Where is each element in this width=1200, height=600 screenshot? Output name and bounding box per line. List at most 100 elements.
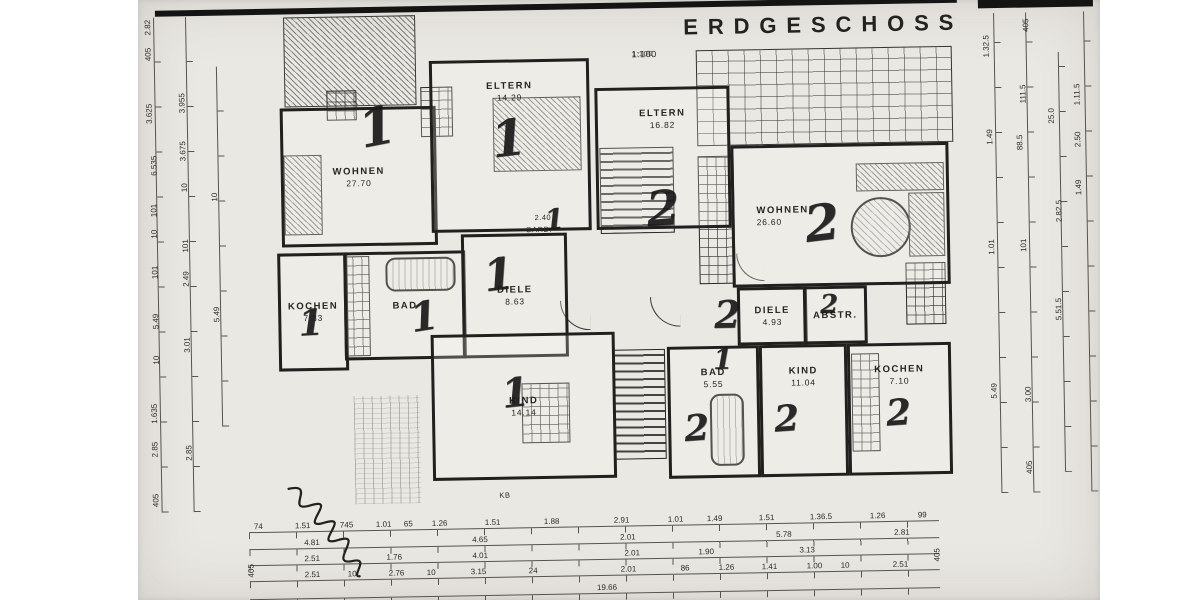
dimension-value: 1.11.5 <box>1072 83 1082 106</box>
room-area: 5.55 <box>703 378 724 390</box>
dimension-value: 1.36.5 <box>809 511 833 522</box>
dimension-value: 88.5 <box>1015 134 1025 151</box>
dimension-value: 2.85 <box>184 445 194 461</box>
plan-annotation: KB <box>499 490 511 500</box>
dimension-value: 86 <box>680 563 690 573</box>
dimension-value: 1.26 <box>431 518 448 528</box>
dimension-value: 3.01 <box>182 337 192 353</box>
room-area: 16.82 <box>649 119 676 131</box>
plan-furniture <box>695 45 954 147</box>
room-name: ELTERN <box>639 107 686 120</box>
dimension-value: 3.15 <box>470 567 487 577</box>
room-area: 7.10 <box>889 375 910 386</box>
dimension-value: 6.535 <box>149 155 159 176</box>
room-name: KIND <box>788 365 818 377</box>
dimension-value: 5.49 <box>989 383 999 399</box>
dimension-value: 10 <box>210 192 220 202</box>
room: WOHNEN 26.60 <box>730 141 951 288</box>
room-area: 11.04 <box>791 377 816 388</box>
dimension-value: 2.49 <box>181 271 191 287</box>
dimension-value: 1.635 <box>149 403 160 424</box>
room: KIND 11.04 <box>758 343 850 478</box>
handwritten-apartment-number: 2 <box>819 289 839 321</box>
dimension-value: 405 <box>246 564 256 578</box>
handwritten-apartment-number: 1 <box>499 368 532 418</box>
dimension-value: 1.01 <box>667 514 684 524</box>
dimension-value: 1.88 <box>543 516 560 527</box>
dimension-value: 101 <box>150 265 160 280</box>
dimension-value: 1.76 <box>386 552 403 562</box>
dimension-value: 2.50 <box>1073 131 1083 148</box>
room-name: WOHNEN <box>756 204 809 217</box>
dimension-line <box>215 66 230 427</box>
dimension-value: 101 <box>1018 238 1029 253</box>
dimension-value: 10 <box>151 355 162 365</box>
room-name: ELTERN <box>486 80 533 92</box>
dimension-value: 2.51 <box>892 559 909 569</box>
handwritten-signature <box>260 467 380 600</box>
dimension-value: 101 <box>180 239 191 253</box>
handwritten-apartment-number: 2 <box>644 179 683 239</box>
room-name: WOHNEN <box>332 165 385 178</box>
illegible-notes <box>353 395 422 505</box>
dimension-value: 1.26 <box>718 562 735 572</box>
handwritten-apartment-number: 2 <box>713 291 742 338</box>
dimension-value: 1.00 <box>806 561 823 571</box>
plan-annotation: 1:100 <box>631 49 654 59</box>
dimension-value: 2.85 <box>150 441 160 458</box>
handwritten-apartment-number: 1 <box>406 291 442 342</box>
plan-furniture <box>649 296 681 328</box>
dimension-value: 1.26 <box>869 511 886 521</box>
dimension-value: 10 <box>179 183 190 193</box>
dimension-value: 2.82 <box>143 19 153 36</box>
handwritten-apartment-number: 1 <box>712 342 733 377</box>
dimension-value: 2.01 <box>620 532 636 542</box>
dimension-value: 1.41 <box>761 561 778 572</box>
dimension-value: 5.51.5 <box>1054 297 1064 321</box>
dimension-value: 1.49 <box>706 513 723 524</box>
plan-title: ERDGESCHOSS <box>683 9 964 40</box>
dimension-value: 3.625 <box>144 103 154 124</box>
dimension-value: 1.49 <box>985 129 995 145</box>
room-area: 14.29 <box>496 92 523 103</box>
dimension-value: 405 <box>143 47 153 62</box>
room-name: KOCHEN <box>874 363 925 376</box>
dimension-value: 2.76 <box>388 568 405 578</box>
dimension-value: 3.955 <box>177 93 187 114</box>
dimension-value: 5.49 <box>151 313 161 330</box>
dimension-value: 2.01 <box>620 564 637 574</box>
dimension-value: 1.32.5 <box>981 35 991 58</box>
dimension-value: 65 <box>403 519 413 529</box>
room-area: 26.60 <box>756 216 783 228</box>
dimension-value: 4.65 <box>472 534 488 545</box>
dimension-value: 4.01 <box>472 550 489 561</box>
room: DIELE 4.93 <box>736 286 808 346</box>
dimension-value: 3.675 <box>178 141 188 162</box>
handwritten-apartment-number: 2 <box>682 406 711 451</box>
room-area: 4.93 <box>762 316 783 328</box>
dimension-value: 10 <box>426 567 436 578</box>
dimension-value: 5.49 <box>212 306 222 323</box>
dimension-value: 1.90 <box>698 547 715 557</box>
dimension-value: 2.91 <box>613 515 630 525</box>
dimension-line <box>1083 11 1099 492</box>
dimension-value: 24 <box>528 566 538 576</box>
dimension-line <box>1057 51 1073 472</box>
dimension-value: 1.49 <box>1073 179 1084 196</box>
dimension-value: 3.00 <box>1023 386 1033 403</box>
dimension-line <box>185 17 201 513</box>
handwritten-apartment-number: 1 <box>543 202 566 237</box>
room-name: DIELE <box>754 304 791 317</box>
dimension-value: 2.81 <box>894 527 910 537</box>
dimension-value: 101 <box>149 203 159 218</box>
dimension-value: 1.51 <box>484 517 501 528</box>
plan-furniture <box>612 348 667 460</box>
dimension-value: 405 <box>151 493 161 508</box>
dimension-value: 405 <box>1021 18 1031 32</box>
dimension-value: 10 <box>840 560 850 570</box>
scan-edge-bar <box>977 0 1093 9</box>
dimension-value: 3.13 <box>799 545 816 555</box>
dimension-value: 405 <box>932 548 942 562</box>
